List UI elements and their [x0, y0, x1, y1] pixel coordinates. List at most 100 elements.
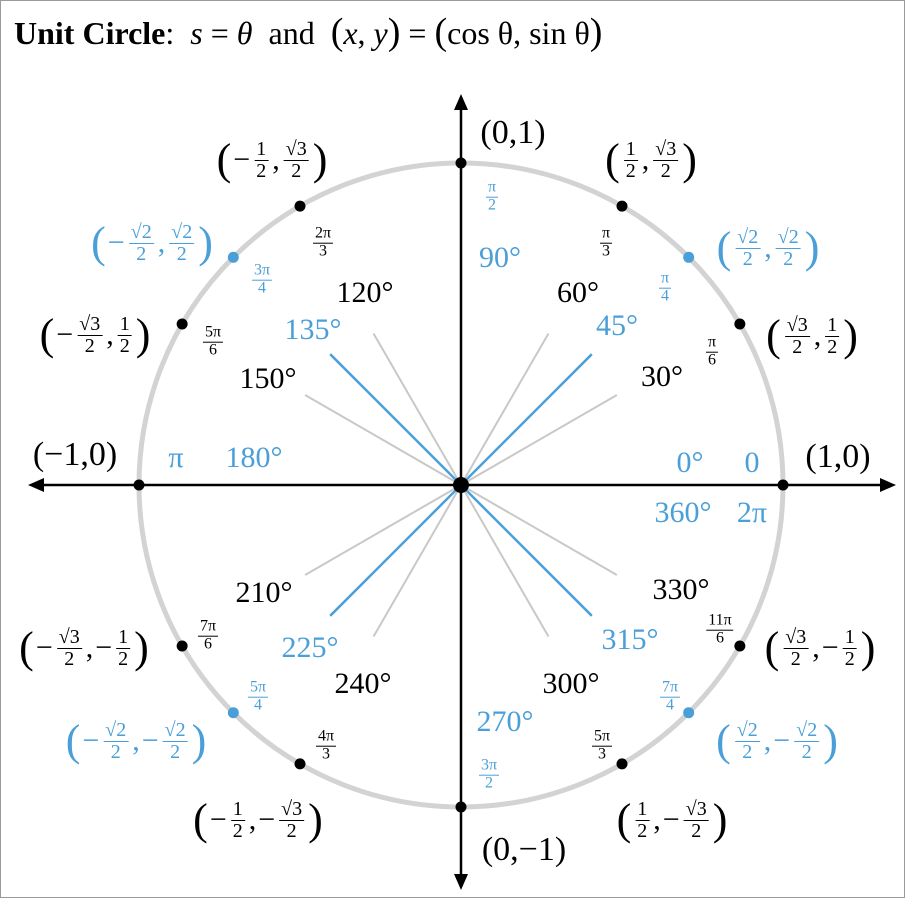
- spoke-300: [460, 484, 550, 638]
- rad-135-numerator: 3π: [251, 261, 273, 281]
- coord-210-open-paren: (: [19, 623, 34, 672]
- rad-225-numerator: 5π: [247, 678, 269, 698]
- coord-210-x-denominator: 2: [64, 647, 75, 670]
- rad-210-denominator: 6: [203, 635, 212, 653]
- label-deg-120: 120°: [336, 276, 394, 309]
- coord-45-open-paren: (: [716, 223, 732, 272]
- rad-240-denominator: 3: [321, 745, 330, 763]
- rad-30-numerator: π: [705, 333, 719, 353]
- coord-150-x-sign: −: [56, 318, 74, 351]
- coord-225-open-paren: (: [65, 716, 81, 765]
- coord-30-comma: ,: [813, 319, 822, 352]
- coord-45-comma: ,: [764, 231, 772, 264]
- coord-45-x-numerator: √2: [735, 225, 761, 249]
- spoke-240: [372, 484, 462, 638]
- label-rad-0: 0: [744, 446, 760, 479]
- coord-210-y-sign: −: [95, 631, 113, 664]
- coord-225-x-denominator: 2: [110, 740, 121, 763]
- point-0: [777, 479, 789, 491]
- label-deg-30: 30°: [641, 360, 683, 393]
- coord-120-x-sign: −: [233, 143, 251, 176]
- y-axis-arrow-up: [454, 94, 468, 110]
- coord-330-close-paren: ): [860, 623, 876, 672]
- coord-120-close-paren: ): [312, 135, 328, 184]
- coord-300-x-denominator: 2: [637, 819, 648, 842]
- coord-45-close-paren: ): [804, 223, 820, 272]
- rad-150-numerator: 5π: [202, 323, 224, 343]
- rad-90-den: 2: [487, 196, 496, 214]
- coord-240-x-sign: −: [209, 803, 227, 836]
- coord-45-y-numerator: √2: [775, 225, 801, 249]
- coord-210-x-numerator: √3: [56, 625, 82, 649]
- label-deg-315: 315°: [601, 623, 659, 656]
- coord-150-x-denominator: 2: [84, 334, 95, 357]
- coord-300-close-paren: ): [712, 795, 728, 844]
- coord-240-y-sign: −: [258, 803, 276, 836]
- label-deg-210: 210°: [235, 576, 293, 609]
- coord-135-x-sign: −: [107, 226, 125, 259]
- point-180: [133, 479, 145, 491]
- title-y: y: [373, 15, 388, 51]
- coord-225-comma: ,: [132, 724, 140, 757]
- coord-225-y-numerator: √2: [162, 718, 188, 742]
- coord-60-x-numerator: 1: [623, 137, 638, 161]
- coord-135-x-numerator: √2: [128, 220, 154, 244]
- rad-300-numerator: 5π: [591, 727, 613, 747]
- point-120: [294, 200, 306, 212]
- spoke-135: [329, 353, 462, 486]
- label-deg-300: 300°: [542, 667, 600, 700]
- point-300: [616, 758, 628, 770]
- title-theta: θ: [236, 15, 253, 51]
- coord-315-open-paren: (: [716, 716, 731, 765]
- y-axis-arrow-down: [454, 874, 468, 890]
- label-deg-150: 150°: [239, 362, 297, 395]
- point-45: [683, 251, 695, 263]
- spoke-330: [460, 484, 618, 576]
- coord-60-y-denominator: 2: [660, 159, 671, 182]
- coord-120-comma: ,: [272, 143, 280, 176]
- label-deg-240: 240°: [334, 667, 392, 700]
- coord-120-y-denominator: 2: [291, 159, 302, 182]
- rad-330-denominator: 6: [715, 629, 724, 647]
- point-225: [227, 707, 239, 719]
- coord-30-x-denominator: 2: [792, 335, 803, 358]
- coord-45-y-denominator: 2: [783, 247, 794, 270]
- coord-330-y-numerator: 1: [842, 625, 857, 649]
- coord-240-open-paren: (: [193, 795, 208, 844]
- coord-300-comma: ,: [653, 803, 661, 836]
- coord-210-comma: ,: [85, 631, 94, 664]
- x-axis-arrow-left: [28, 478, 44, 492]
- coord-150-open-paren: (: [39, 310, 55, 359]
- coord-300-y-sign: −: [662, 803, 680, 836]
- rad-30-denominator: 6: [707, 351, 716, 369]
- coord-330-x-numerator: √3: [783, 625, 809, 649]
- label-deg-60: 60°: [557, 276, 599, 309]
